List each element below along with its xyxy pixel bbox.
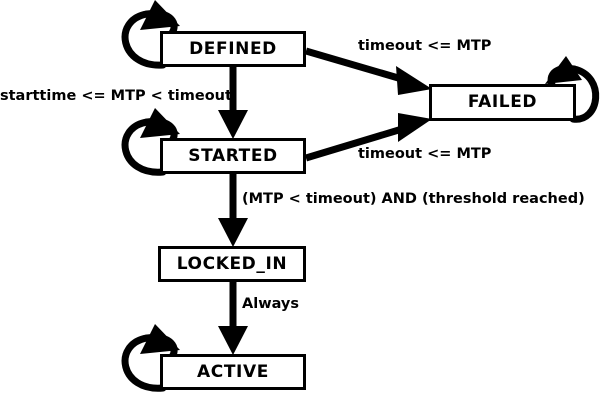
edge-defined-to-failed [305,47,432,95]
state-box-failed[interactable]: FAILED [429,84,576,121]
state-box-started[interactable]: STARTED [160,138,306,174]
state-label-locked-in: LOCKED_IN [176,253,288,274]
state-label-active: ACTIVE [197,361,269,382]
edge-label-threshold-condition: (MTP < timeout) AND (threshold reached) [242,191,585,207]
edge-locked-in-to-active [218,282,248,355]
edge-label-timeout-defined-to-failed: timeout <= MTP [358,38,492,54]
edge-started-to-locked-in [218,174,248,247]
state-label-failed: FAILED [467,92,538,112]
edge-defined-self-loop [121,0,180,69]
state-label-defined: DEFINED [189,38,277,59]
edge-defined-to-started [218,67,248,139]
state-box-active[interactable]: ACTIVE [160,354,306,390]
edge-started-to-failed [304,113,432,162]
state-box-locked-in[interactable]: LOCKED_IN [158,246,306,282]
edge-label-starttime-condition: starttime <= MTP < timeout [0,88,232,104]
state-label-started: STARTED [188,145,278,166]
edge-label-always: Always [242,296,300,312]
edge-label-timeout-started-to-failed: timeout <= MTP [358,146,492,162]
state-box-defined[interactable]: DEFINED [160,31,306,67]
